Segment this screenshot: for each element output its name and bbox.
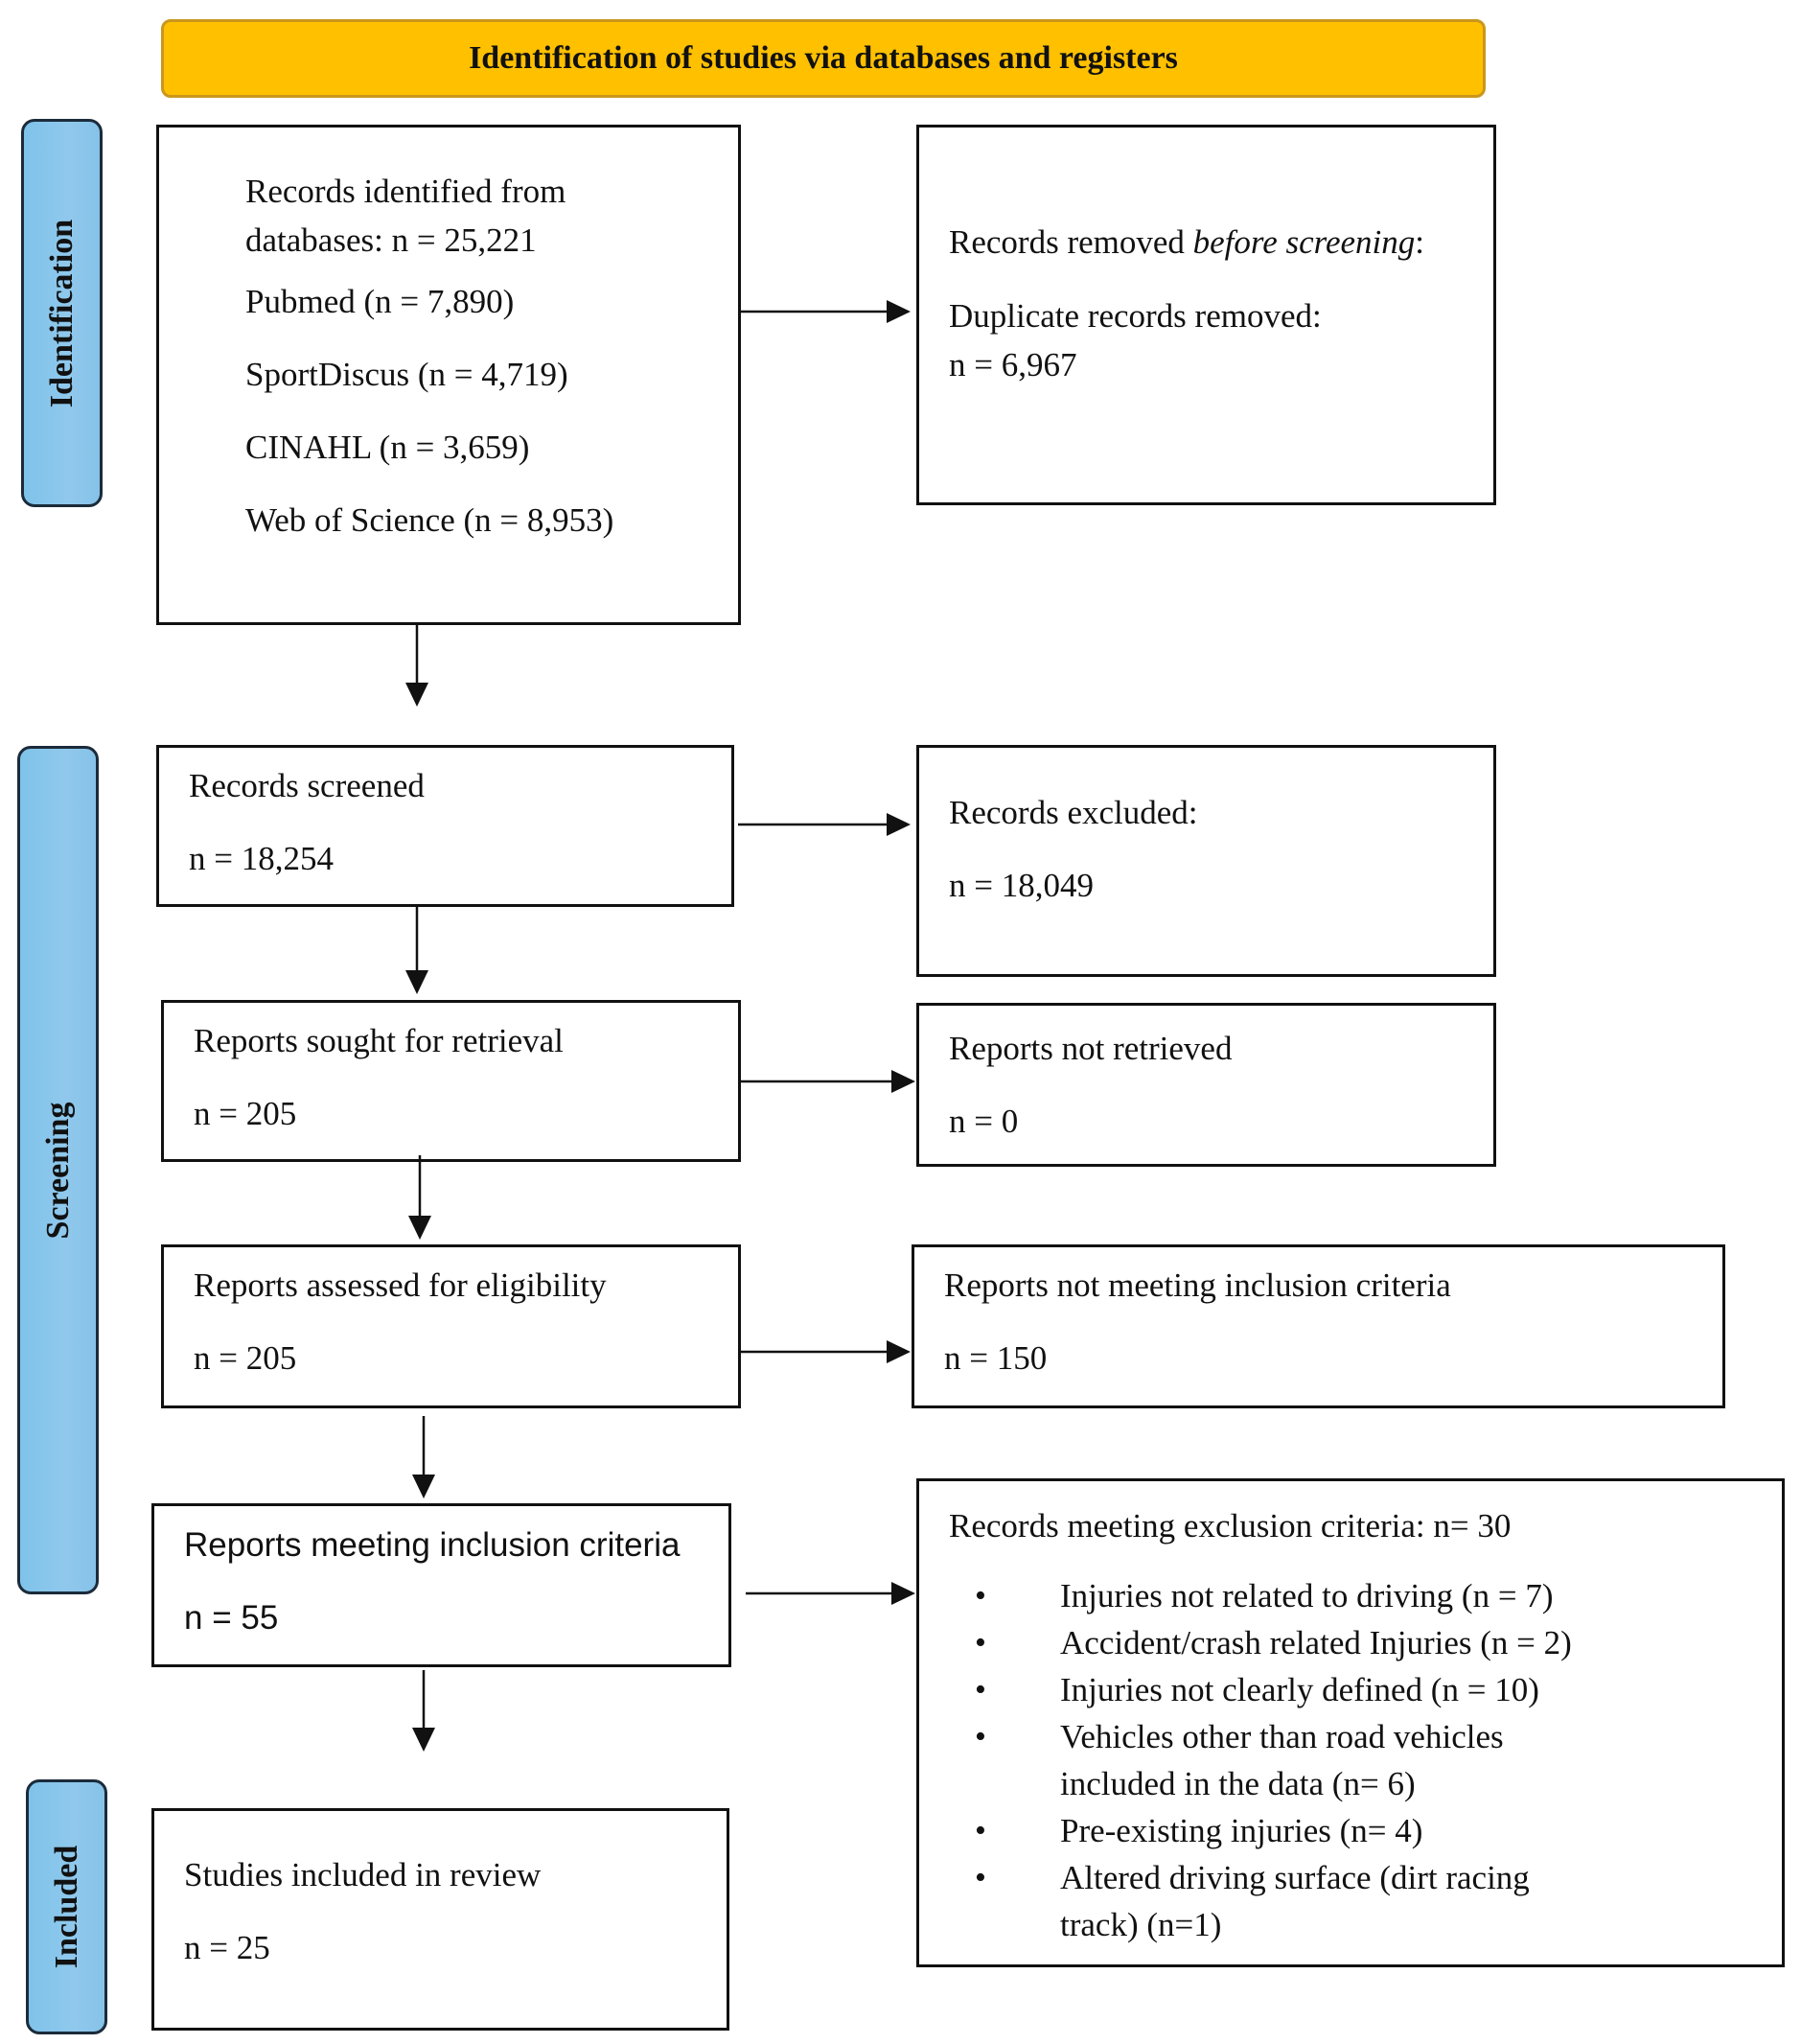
- removed-title-emph: before screening: [1192, 223, 1416, 261]
- records-screened-label: Records screened: [189, 767, 425, 804]
- reports-not-meeting-label: Reports not meeting inclusion criteria: [944, 1266, 1451, 1304]
- reports-not-retrieved-label: Reports not retrieved: [949, 1030, 1233, 1067]
- arrow-identified-to-screened-head: [405, 683, 428, 707]
- reports-meeting-label: Reports meeting inclusion criteria: [184, 1526, 681, 1564]
- records-excluded-box: Records excluded: n = 18,049: [916, 745, 1496, 977]
- arrow-identified-to-removed-head: [887, 300, 911, 323]
- arrow-sought-to-assessed-head: [408, 1216, 431, 1240]
- phase-screening: Screening: [17, 746, 99, 1594]
- reports-sought-box: Reports sought for retrieval n = 205: [161, 1000, 741, 1162]
- arrow-assessed-to-meeting-head: [412, 1475, 435, 1498]
- records-identified-text: Records identified from databases: n = 2…: [245, 168, 613, 557]
- exclusion-item: Injuries not clearly defined (n = 10): [919, 1666, 1753, 1713]
- exclusion-list: Injuries not related to driving (n = 7) …: [919, 1572, 1753, 1948]
- records-removed-title: Records removed before screening:: [949, 219, 1424, 267]
- reports-not-retrieved-box: Reports not retrieved n = 0: [916, 1003, 1496, 1167]
- reports-assessed-count: n = 205: [194, 1339, 297, 1377]
- arrow-screened-to-excluded-head: [887, 813, 911, 836]
- reports-sought-count: n = 205: [194, 1095, 297, 1132]
- exclusion-title: Records meeting exclusion criteria: n= 3…: [949, 1507, 1512, 1545]
- records-removed-detail: Duplicate records removed: n = 6,967: [949, 292, 1322, 390]
- removed-line2: n = 6,967: [949, 345, 1077, 383]
- exclusion-criteria-box: Records meeting exclusion criteria: n= 3…: [916, 1478, 1785, 1967]
- records-excluded-label: Records excluded:: [949, 794, 1198, 831]
- reports-assessed-label: Reports assessed for eligibility: [194, 1266, 607, 1304]
- studies-included-label: Studies included in review: [184, 1856, 542, 1893]
- phase-identification: Identification: [21, 119, 103, 507]
- arrow-meeting-to-included-head: [412, 1728, 435, 1752]
- arrow-screened-to-sought-head: [405, 970, 428, 994]
- reports-not-meeting-box: Reports not meeting inclusion criteria n…: [912, 1244, 1725, 1408]
- records-excluded-count: n = 18,049: [949, 867, 1094, 904]
- source-web-of-science: Web of Science (n = 8,953): [245, 500, 614, 539]
- records-identified-box: Records identified from databases: n = 2…: [156, 125, 741, 625]
- identified-line1: Records identified from: [245, 173, 566, 210]
- source-cinahl: CINAHL (n = 3,659): [245, 428, 530, 466]
- source-sportdiscus: SportDiscus (n = 4,719): [245, 355, 568, 393]
- identified-line2: databases: n = 25,221: [245, 221, 537, 259]
- studies-included-box: Studies included in review n = 25: [151, 1808, 729, 2031]
- source-pubmed: Pubmed (n = 7,890): [245, 282, 515, 320]
- reports-not-meeting-count: n = 150: [944, 1339, 1048, 1377]
- records-removed-box: Records removed before screening: Duplic…: [916, 125, 1496, 505]
- arrow-sought-to-not-retrieved-head: [891, 1070, 915, 1093]
- studies-included-count: n = 25: [184, 1929, 270, 1966]
- arrow-meeting-to-exclusion-head: [891, 1582, 915, 1605]
- records-screened-box: Records screened n = 18,254: [156, 745, 734, 907]
- removed-title-suffix: :: [1415, 223, 1425, 261]
- header-banner: Identification of studies via databases …: [161, 19, 1486, 98]
- reports-sought-label: Reports sought for retrieval: [194, 1022, 564, 1059]
- header-title: Identification of studies via databases …: [469, 40, 1178, 76]
- removed-title-prefix: Records removed: [949, 223, 1193, 261]
- exclusion-item: Altered driving surface (dirt racing tra…: [919, 1854, 1568, 1948]
- exclusion-item: Injuries not related to driving (n = 7): [919, 1572, 1753, 1619]
- reports-meeting-box: Reports meeting inclusion criteria n = 5…: [151, 1503, 731, 1667]
- exclusion-item: Pre-existing injuries (n= 4): [919, 1807, 1753, 1854]
- reports-assessed-box: Reports assessed for eligibility n = 205: [161, 1244, 741, 1408]
- exclusion-item: Vehicles other than road vehicles includ…: [919, 1713, 1597, 1807]
- exclusion-item: Accident/crash related Injuries (n = 2): [919, 1619, 1753, 1666]
- reports-not-retrieved-count: n = 0: [949, 1103, 1019, 1140]
- phase-included: Included: [26, 1779, 107, 2034]
- removed-line1: Duplicate records removed:: [949, 297, 1322, 335]
- arrow-assessed-to-not-meeting-head: [887, 1340, 911, 1363]
- records-screened-count: n = 18,254: [189, 840, 334, 877]
- reports-meeting-count: n = 55: [184, 1599, 279, 1637]
